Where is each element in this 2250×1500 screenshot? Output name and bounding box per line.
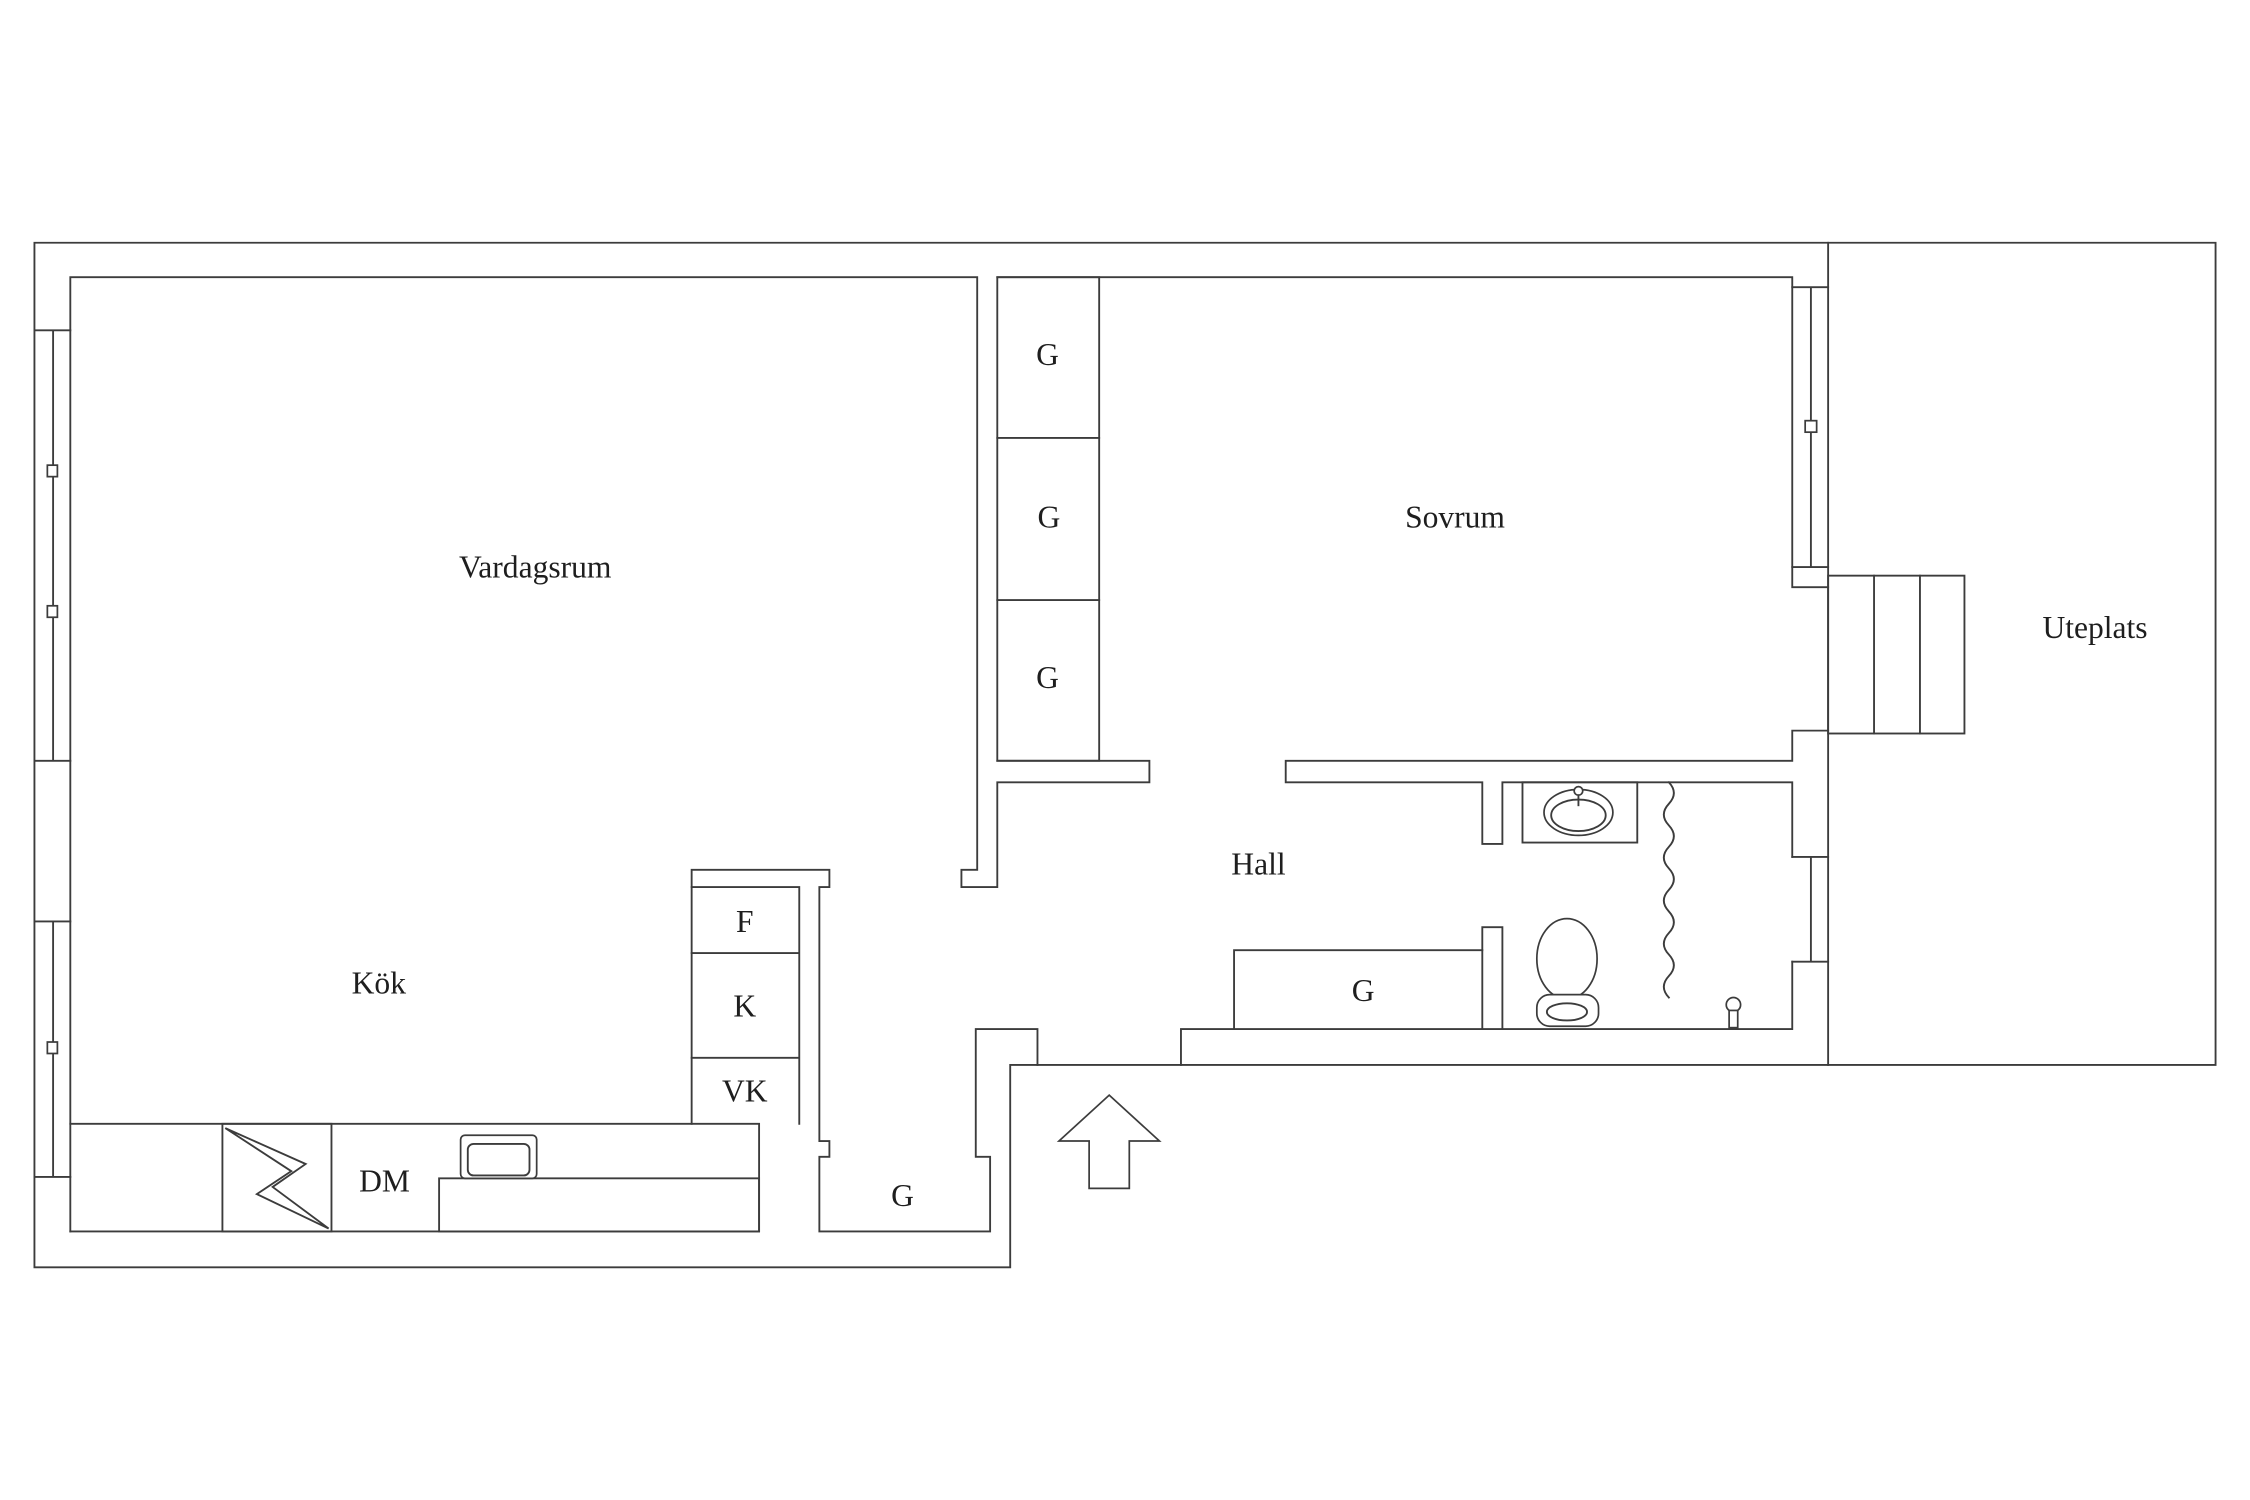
appliance-column [690,886,801,1125]
room-label-patio: Uteplats [2042,610,2147,645]
window-latch [46,464,59,478]
wardrobe-dividers [996,436,1101,601]
wardrobe-block [996,276,1101,762]
hall-storage [1233,949,1484,1031]
room-label-kitchen: Kök [352,966,407,1001]
bathroom-fixtures [1521,780,1742,1029]
hall-entry-wall [690,868,1039,1233]
window-latch [46,604,59,619]
storage-label: G [1036,660,1059,695]
wardrobes [996,276,1484,1031]
steps-outline [1827,574,1966,735]
window-latch [46,1041,59,1055]
washbasin-tap [1573,785,1584,797]
shower-curtain-icon [1662,780,1675,999]
windows [33,286,1830,1178]
storage-label: G [1038,499,1061,534]
step-lines [1873,574,1921,735]
stove-symbol-icon [224,1127,330,1230]
toilet-tank [1535,993,1600,1028]
outer-wall [33,241,2217,1269]
shower-mixer [1728,1009,1739,1029]
kitchen-sink-basin [466,1142,531,1177]
patio-steps [1827,574,1966,735]
walls [33,241,2217,1269]
bathroom-window [1791,855,1830,963]
bedroom-top-wall [996,276,1830,589]
living-room-window [33,329,72,762]
room-label-bedroom: Sovrum [1405,499,1505,534]
kitchen-fixtures [69,886,801,1233]
kitchen-unit-label: K [733,989,756,1024]
kitchen-unit-label: F [736,904,754,939]
storage-label: G [1352,973,1375,1008]
window-latch [1804,419,1818,434]
labels: Vardagsrum Sovrum Uteplats Hall Kök G G … [352,337,2148,1213]
storage-label: G [1036,337,1059,372]
kitchen-unit-label: VK [722,1073,768,1108]
hall-lower-wall [1180,960,1794,1066]
toilet-icon [1535,917,1598,1000]
entrance-arrow-icon [1056,1093,1162,1190]
room-label-hall: Hall [1231,847,1286,882]
bathroom-partition [1481,926,1504,1031]
washbasin-cabinet [1521,781,1639,844]
kitchen-dm-label: DM [359,1164,410,1199]
living-room-wall [69,276,1151,1233]
toilet-seat [1545,1002,1588,1022]
room-label-living-room: Vardagsrum [459,550,612,585]
storage-label: G [891,1178,914,1213]
sink-counter [438,1177,761,1233]
stove [221,1122,333,1233]
kitchen-sink-icon [459,1134,538,1180]
